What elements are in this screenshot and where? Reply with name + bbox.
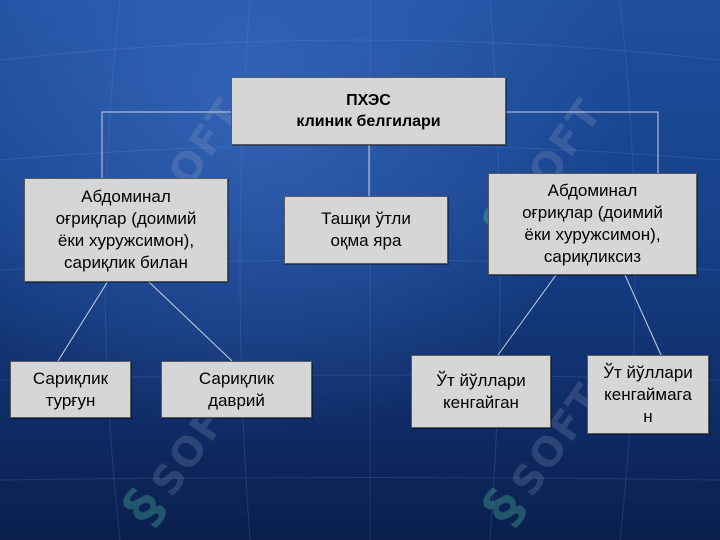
branch-node-left-label: Абдоминал оғриқлар (доимий ёки хуружсимо… bbox=[55, 187, 197, 272]
leaf-node-3: Ўт йўллари кенгайган bbox=[411, 355, 551, 428]
leaf-node-4: Ўт йўллари кенгаймага н bbox=[587, 355, 709, 434]
branch-node-left: Абдоминал оғриқлар (доимий ёки хуружсимо… bbox=[24, 178, 228, 282]
branch-node-middle-label: Ташқи ўтли оқма яра bbox=[321, 209, 411, 250]
connector-left-leaf1 bbox=[57, 280, 109, 362]
root-node: ПХЭС клиник белгилари bbox=[231, 77, 506, 145]
branch-node-right-label: Абдоминал оғриқлар (доимий ёки хуружсимо… bbox=[522, 181, 663, 266]
leaf-node-3-label: Ўт йўллари кенгайган bbox=[436, 370, 526, 412]
leaf-node-4-label: Ўт йўллари кенгаймага н bbox=[603, 362, 693, 426]
branch-node-middle: Ташқи ўтли оқма яра bbox=[284, 196, 448, 264]
root-node-label: ПХЭС клиник белгилари bbox=[296, 92, 441, 130]
leaf-node-1: Сариқлик турғун bbox=[10, 361, 131, 418]
leaf-node-2: Сариқлик даврий bbox=[161, 361, 312, 418]
connector-right-leaf4 bbox=[624, 274, 662, 356]
connector-left-leaf2 bbox=[147, 280, 233, 362]
connector-root-right bbox=[505, 111, 659, 174]
leaf-node-1-label: Сариқлик турғун bbox=[32, 368, 109, 410]
connector-root-left bbox=[101, 111, 232, 178]
branch-node-right: Абдоминал оғриқлар (доимий ёки хуружсимо… bbox=[488, 173, 697, 275]
leaf-node-2-label: Сариқлик даврий bbox=[198, 368, 275, 410]
connector-right-leaf3 bbox=[497, 274, 557, 356]
